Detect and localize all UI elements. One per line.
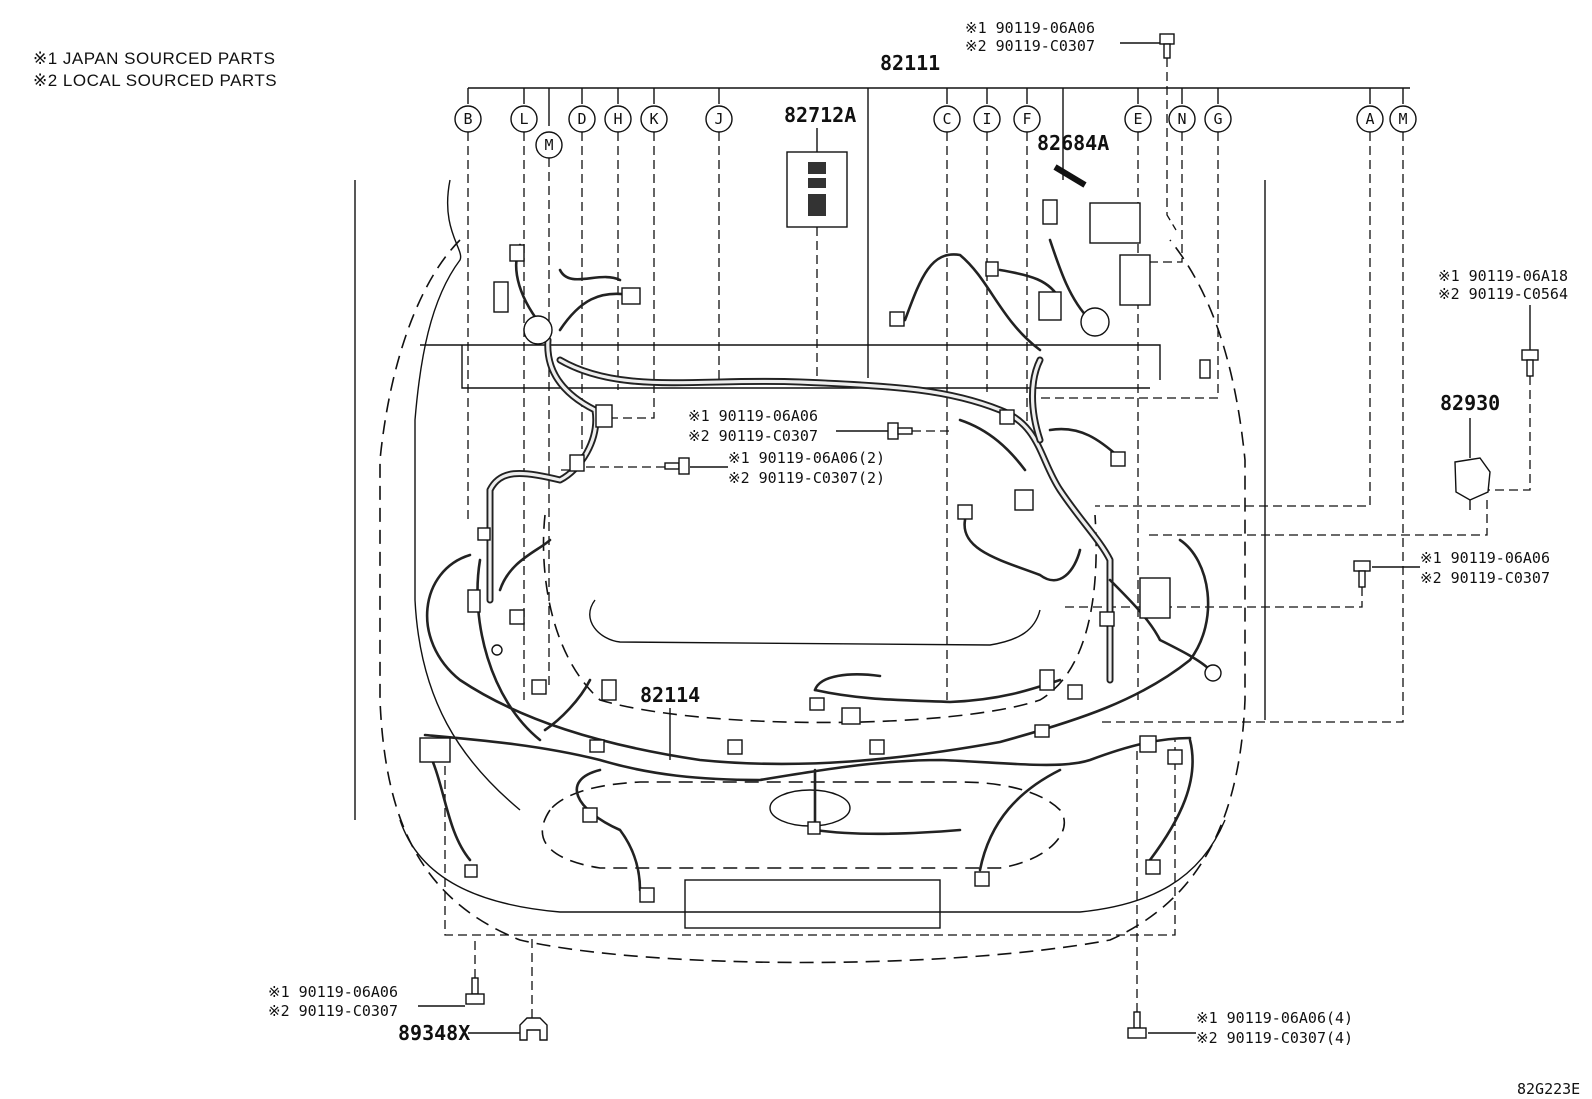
part-label-82114: 82114 <box>640 683 700 707</box>
bolt-icon <box>887 422 913 440</box>
svg-text:A: A <box>1365 110 1374 128</box>
junction-block <box>786 151 848 228</box>
fastener-bottom-right: ※1 90119-06A06(4) ※2 90119-C0307(4) <box>1127 745 1353 1047</box>
bolt-icon <box>1521 349 1539 377</box>
index-circle-n: N <box>1168 105 1196 133</box>
fastener-bottom-left: ※1 90119-06A06 ※2 90119-C0307 <box>268 940 485 1020</box>
part-label-82712a: 82712A <box>784 103 856 127</box>
fastener-center-b: ※1 90119-06A06(2) ※2 90119-C0307(2) <box>585 449 885 487</box>
bolt-icon <box>1159 33 1175 59</box>
svg-text:※2 90119-C0307: ※2 90119-C0307 <box>1420 569 1550 587</box>
index-circle-e: E <box>1124 105 1152 133</box>
index-circle-m2: M <box>1389 105 1417 133</box>
fastener-right-upper: ※1 90119-06A18 ※2 90119-C0564 <box>1438 267 1568 491</box>
svg-text:※2 90119-C0307(2): ※2 90119-C0307(2) <box>728 469 885 487</box>
index-circle-i: I <box>973 105 1001 133</box>
svg-text:※2 90119-C0307: ※2 90119-C0307 <box>268 1002 398 1020</box>
index-circle-m: M <box>535 131 563 159</box>
relay-block-indicator <box>1053 164 1087 188</box>
index-circle-l: L <box>510 105 538 133</box>
svg-text:※2 90119-C0564: ※2 90119-C0564 <box>1438 285 1568 303</box>
index-circle-j: J <box>705 105 733 133</box>
svg-text:※1 90119-06A06: ※1 90119-06A06 <box>1420 549 1550 567</box>
svg-text:M: M <box>1398 110 1407 128</box>
index-circle-a: A <box>1356 105 1384 133</box>
bolt-icon <box>1127 1011 1147 1039</box>
fastener-right-mid: ※1 90119-06A06 ※2 90119-C0307 <box>1060 549 1550 608</box>
svg-text:※1 90119-06A06(2): ※1 90119-06A06(2) <box>728 449 885 467</box>
svg-text:※1 90119-06A06: ※1 90119-06A06 <box>688 407 818 425</box>
license-plate-outline <box>684 879 941 929</box>
index-circles: B L M D H K J C I F E N G A M <box>454 105 1417 159</box>
bolt-icon <box>1353 560 1371 588</box>
index-circle-c: C <box>933 105 961 133</box>
svg-text:H: H <box>613 110 622 128</box>
svg-text:C: C <box>942 110 951 128</box>
part-label-82111: 82111 <box>880 51 940 75</box>
bolt-icon <box>465 977 485 1005</box>
svg-text:※1 90119-06A18: ※1 90119-06A18 <box>1438 267 1568 285</box>
index-circle-d: D <box>568 105 596 133</box>
svg-text:N: N <box>1177 110 1186 128</box>
index-circle-h: H <box>604 105 632 133</box>
svg-text:B: B <box>463 110 472 128</box>
svg-text:I: I <box>982 110 991 128</box>
svg-text:G: G <box>1213 110 1222 128</box>
svg-text:※2 90119-C0307: ※2 90119-C0307 <box>688 427 818 445</box>
svg-text:K: K <box>649 110 658 128</box>
svg-text:J: J <box>714 110 723 128</box>
index-circle-b: B <box>454 105 482 133</box>
legend-local-sourced: ※2 LOCAL SOURCED PARTS <box>33 71 277 90</box>
index-circle-k: K <box>640 105 668 133</box>
part-label-89348x: 89348X <box>398 1021 470 1045</box>
svg-text:※2 90119-C0307(4): ※2 90119-C0307(4) <box>1196 1029 1353 1047</box>
svg-text:L: L <box>519 110 528 128</box>
svg-text:M: M <box>544 136 553 154</box>
svg-text:※1 90119-06A06(4): ※1 90119-06A06(4) <box>1196 1009 1353 1027</box>
part-label-82930: 82930 <box>1440 391 1500 415</box>
svg-text:F: F <box>1022 110 1031 128</box>
part-label-82684a: 82684A <box>1037 131 1109 155</box>
index-bar <box>467 87 1410 378</box>
clip-part <box>519 1017 548 1041</box>
figure-code: 82G223E <box>1517 1080 1580 1098</box>
index-circle-g: G <box>1204 105 1232 133</box>
svg-text:※1 90119-06A06: ※1 90119-06A06 <box>268 983 398 1001</box>
bolt-icon <box>664 457 690 475</box>
fastener-top: ※1 90119-06A06 ※2 90119-C0307 <box>965 19 1177 231</box>
harness-connectors <box>419 199 1222 903</box>
svg-text:E: E <box>1133 110 1142 128</box>
bracket-part <box>1454 457 1491 510</box>
index-circle-f: F <box>1013 105 1041 133</box>
fastener-center-a: ※1 90119-06A06 ※2 90119-C0307 <box>688 407 950 445</box>
svg-text:D: D <box>577 110 586 128</box>
legend-japan-sourced: ※1 JAPAN SOURCED PARTS <box>33 49 276 68</box>
svg-text:※2 90119-C0307: ※2 90119-C0307 <box>965 37 1095 55</box>
svg-text:※1 90119-06A06: ※1 90119-06A06 <box>965 19 1095 37</box>
